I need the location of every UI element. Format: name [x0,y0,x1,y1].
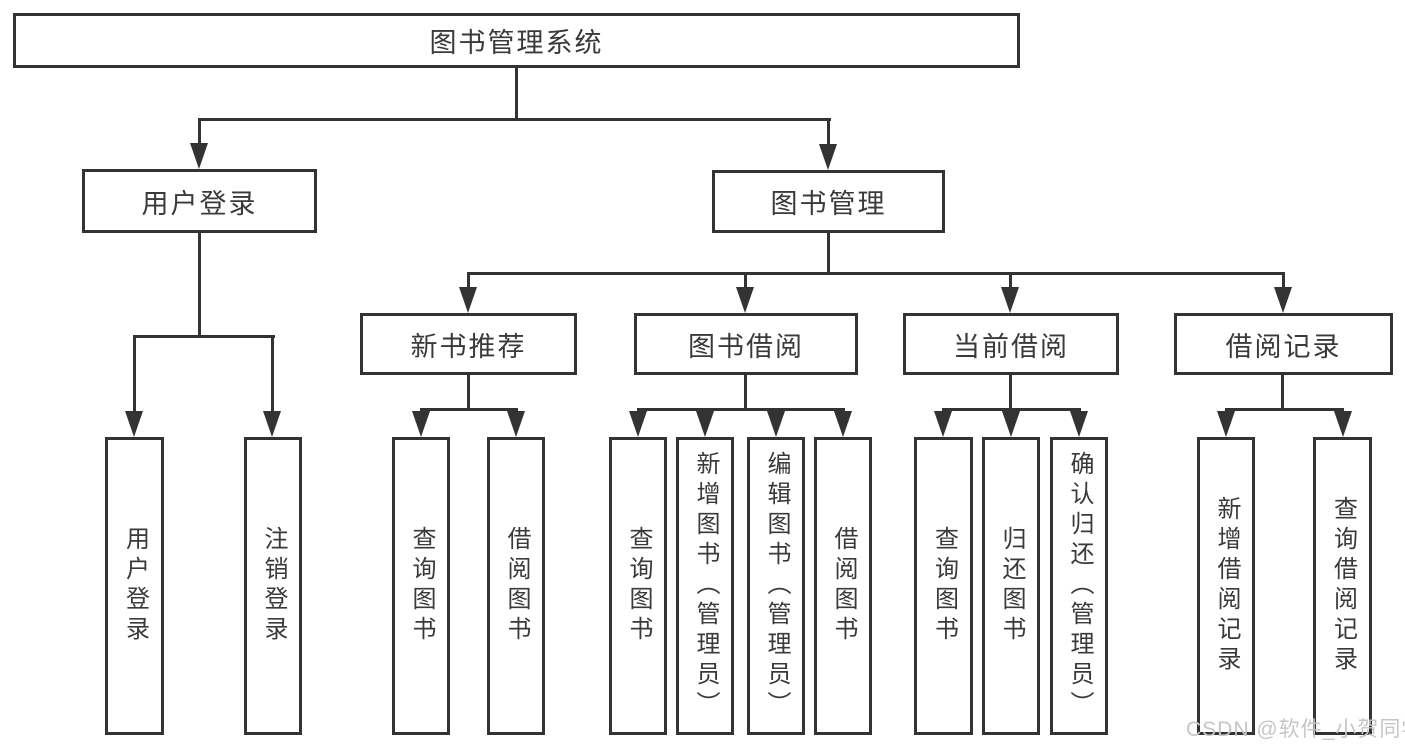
leaf-add-books-admin-label: 新增图书（管理员） [692,451,719,721]
arrowhead-icon [1001,287,1019,313]
connector-stub [467,375,470,411]
leaf-user-login-label: 用户登录 [121,526,149,646]
leaf-add-borrow-record-label: 新增借阅记录 [1213,496,1240,676]
arrowhead-icon [125,411,143,437]
connector-user-login-bar [133,335,275,338]
leaf-logout: 注销登录 [244,437,302,735]
leaf-return-books-label: 归还图书 [998,526,1025,646]
arrowhead-icon [629,411,647,437]
arrowhead-icon [1070,411,1088,437]
connector-stub [271,338,274,411]
leaf-query-books-current-label: 查询图书 [930,526,958,646]
connector-root-bar [198,118,831,121]
leaf-user-login: 用户登录 [105,437,164,735]
node-current-borrow-label: 当前借阅 [953,331,1069,362]
leaf-query-books-current: 查询图书 [914,437,973,735]
arrowhead-icon [834,411,852,437]
connector-stub [1009,275,1012,287]
node-root-label: 图书管理系统 [429,28,604,58]
connector-root-trunk [515,68,518,121]
arrowhead-icon [696,411,714,437]
node-book-borrow: 图书借阅 [634,313,858,375]
leaf-edit-books-admin-label: 编辑图书（管理员） [763,451,790,721]
arrowhead-icon [736,287,754,313]
leaf-borrow-books-label: 借阅图书 [830,526,857,646]
leaf-add-borrow-record: 新增借阅记录 [1197,437,1255,735]
arrowhead-icon [1334,411,1352,437]
node-new-book-recommend-label: 新书推荐 [410,331,527,362]
arrowhead-icon [459,287,477,313]
connector-user-login-trunk [198,233,201,338]
leaf-query-borrow-record-label: 查询借阅记录 [1329,496,1357,676]
node-user-login: 用户登录 [82,169,317,233]
connector-book-mgmt-trunk [827,233,830,275]
arrowhead-icon [1274,287,1292,313]
leaf-add-books-admin: 新增图书（管理员） [676,437,734,735]
connector-stub [827,118,830,144]
connector-stub [744,375,747,411]
node-book-management: 图书管理 [712,170,945,233]
arrowhead-icon [190,143,208,169]
leaf-confirm-return-admin: 确认归还（管理员） [1050,437,1108,735]
arrowhead-icon [507,411,525,437]
arrowhead-icon [819,144,837,170]
connector-stub [133,338,136,411]
connector-stub [198,118,201,143]
connector-stub [744,275,747,287]
connector-stub [1281,375,1284,411]
connector-bar [942,408,1081,411]
arrowhead-icon [412,411,430,437]
leaf-query-books-borrow-label: 查询图书 [625,526,652,646]
node-root: 图书管理系统 [13,13,1020,68]
leaf-query-books-borrow: 查询图书 [609,437,667,735]
csdn-watermark: CSDN @软件_小贺同学 [1186,718,1405,741]
leaf-edit-books-admin: 编辑图书（管理员） [747,437,805,735]
connector-stub [1009,375,1012,411]
connector-book-mgmt-bar [467,272,1285,275]
leaf-query-books-recommend-label: 查询图书 [408,526,435,646]
connector-stub [1282,275,1285,287]
leaf-borrow-books-recommend: 借阅图书 [487,437,545,735]
leaf-borrow-books: 借阅图书 [814,437,872,735]
leaf-return-books: 归还图书 [982,437,1040,735]
arrowhead-icon [263,411,281,437]
node-borrow-records: 借阅记录 [1174,313,1393,375]
connector-bar [1225,408,1344,411]
leaf-query-books-recommend: 查询图书 [392,437,450,735]
leaf-logout-label: 注销登录 [260,526,287,646]
node-current-borrow: 当前借阅 [903,313,1119,375]
node-user-login-label: 用户登录 [141,188,258,219]
node-book-management-label: 图书管理 [770,189,887,219]
node-new-book-recommend: 新书推荐 [360,313,577,375]
arrowhead-icon [1217,411,1235,437]
arrowhead-icon [767,411,785,437]
leaf-confirm-return-admin-label: 确认归还（管理员） [1066,451,1093,721]
leaf-query-borrow-record: 查询借阅记录 [1313,437,1372,735]
connector-bar [420,408,518,411]
connector-bar [637,408,845,411]
node-borrow-records-label: 借阅记录 [1225,331,1342,362]
node-book-borrow-label: 图书借阅 [688,331,804,362]
arrowhead-icon [934,411,952,437]
arrowhead-icon [1002,411,1020,437]
connector-stub [467,275,470,287]
leaf-borrow-books-recommend-label: 借阅图书 [503,526,530,646]
